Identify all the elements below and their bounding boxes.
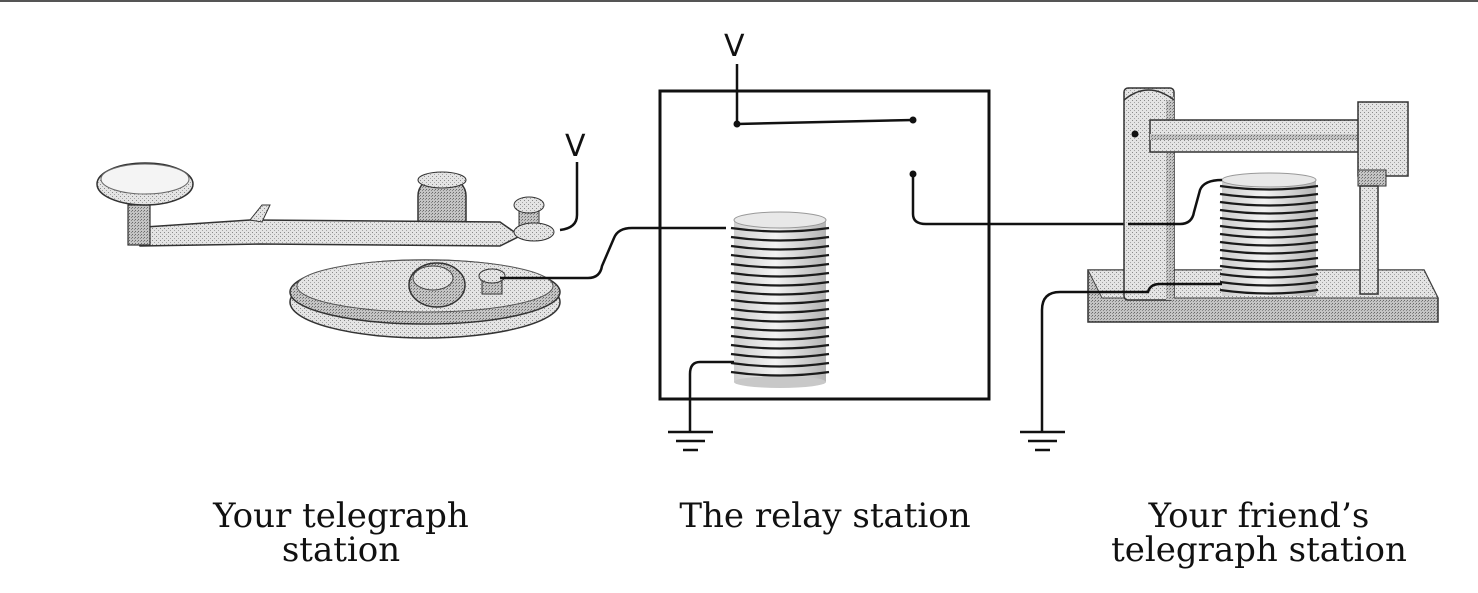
coil-winding xyxy=(1219,272,1319,279)
sounder xyxy=(1087,87,1439,323)
key-voltage-wire xyxy=(559,162,579,232)
relay-box xyxy=(658,89,991,401)
coil-winding xyxy=(1219,248,1319,255)
caption-your-station-line2: station xyxy=(281,530,401,570)
relay-coil xyxy=(730,211,830,388)
coil-winding xyxy=(1219,264,1319,271)
relay-switch-pivot xyxy=(733,120,741,128)
coil-winding xyxy=(1219,280,1319,287)
coil-winding xyxy=(1219,256,1319,263)
coil-winding xyxy=(730,361,830,368)
caption-your-station: Your telegraph station xyxy=(191,499,491,567)
sounder-ground-icon xyxy=(1020,430,1065,452)
relay-ground-wire xyxy=(688,360,734,432)
coil-winding xyxy=(730,289,830,296)
coil-winding xyxy=(730,307,830,314)
coil-winding xyxy=(1219,224,1319,231)
caption-relay-station: The relay station xyxy=(675,499,975,533)
coil-winding xyxy=(730,325,830,332)
coil-winding xyxy=(1219,288,1319,295)
coil-winding xyxy=(1219,184,1319,191)
caption-relay-station-line1: The relay station xyxy=(679,496,971,536)
coil-winding xyxy=(1219,240,1319,247)
coil-winding xyxy=(730,316,830,323)
caption-friend-station-line1: Your friend’s xyxy=(1148,496,1370,536)
sounder-input-wire xyxy=(1128,178,1223,226)
coil-winding xyxy=(1219,216,1319,223)
coil-winding xyxy=(730,244,830,251)
key-to-relay-wire xyxy=(500,226,726,280)
coil-winding xyxy=(730,271,830,278)
coil-winding xyxy=(730,280,830,287)
coil-winding xyxy=(730,334,830,341)
coil-winding xyxy=(730,253,830,260)
relay-switch-arm xyxy=(736,118,914,126)
key-voltage-label: V xyxy=(565,129,586,164)
coil-winding xyxy=(730,370,830,377)
coil-winding xyxy=(1219,208,1319,215)
coil-winding xyxy=(1219,192,1319,199)
coil-winding xyxy=(730,235,830,242)
relay-switch-tip xyxy=(909,116,917,124)
coil-winding xyxy=(1219,232,1319,239)
coil-winding xyxy=(730,226,830,233)
caption-friend-station-line2: telegraph station xyxy=(1111,530,1407,570)
relay-output-wire xyxy=(911,174,1128,226)
relay-voltage-label: V xyxy=(724,29,745,64)
coil-winding xyxy=(730,352,830,359)
coil-winding xyxy=(1219,200,1319,207)
caption-your-station-line1: Your telegraph xyxy=(213,496,469,536)
caption-friend-station: Your friend’s telegraph station xyxy=(1104,499,1414,567)
sounder-ground-wire xyxy=(1040,282,1222,432)
coil-winding xyxy=(730,262,830,269)
relay-ground-icon xyxy=(668,430,713,452)
coil-winding xyxy=(730,343,830,350)
telegraph-key xyxy=(96,162,561,339)
coil-winding xyxy=(730,298,830,305)
